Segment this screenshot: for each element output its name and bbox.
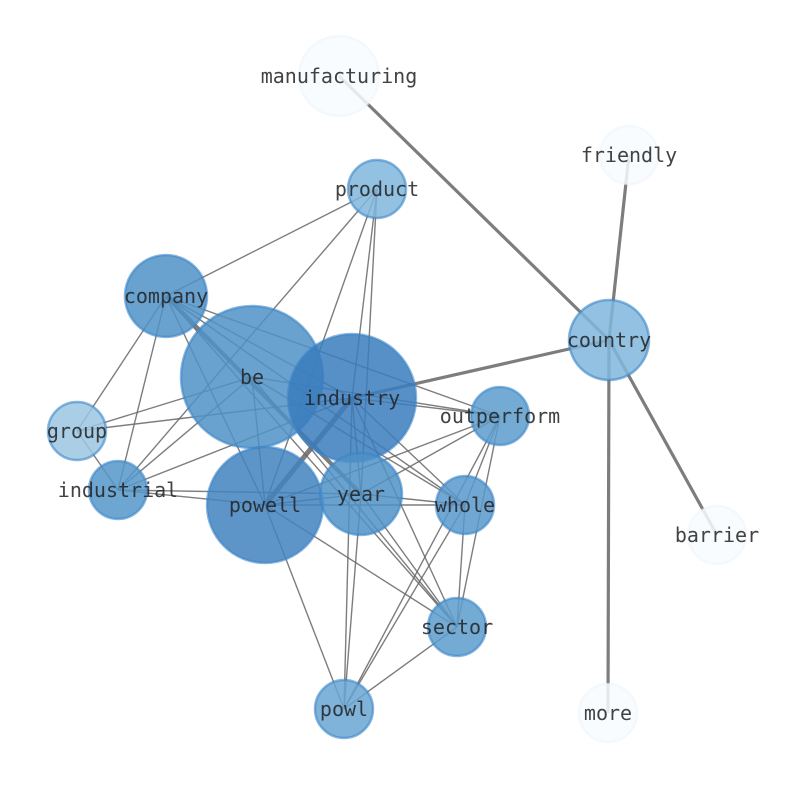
edge-whole-powl: [343, 504, 466, 710]
node-label-be: be: [240, 365, 264, 389]
node-label-sector: sector: [421, 615, 493, 639]
node-whole[interactable]: [434, 474, 496, 536]
node-country[interactable]: [567, 298, 651, 382]
node-industrial[interactable]: [87, 459, 149, 521]
node-label-product: product: [335, 177, 419, 201]
node-label-friendly: friendly: [581, 143, 677, 167]
node-outperform[interactable]: [469, 385, 531, 447]
node-label-manufacturing: manufacturing: [261, 64, 418, 88]
node-sector[interactable]: [426, 596, 488, 658]
node-label-industry: industry: [304, 386, 400, 410]
node-group[interactable]: [46, 400, 108, 462]
node-label-outperform: outperform: [440, 404, 560, 428]
labels-layer: manufacturing friendly country barrier more p…: [47, 64, 759, 725]
node-label-country: country: [567, 328, 651, 352]
nodes-layer: [46, 34, 748, 744]
node-powl[interactable]: [313, 678, 375, 740]
node-manufacturing[interactable]: [297, 34, 381, 118]
node-label-group: group: [47, 419, 107, 443]
node-year[interactable]: [318, 451, 404, 537]
edge-manufacturing-country: [337, 74, 611, 342]
node-label-more: more: [584, 701, 632, 725]
edge-outperform-powl: [343, 415, 501, 710]
node-label-company: company: [124, 284, 208, 308]
node-more[interactable]: [577, 682, 639, 744]
node-company[interactable]: [123, 253, 209, 339]
node-label-year: year: [337, 482, 385, 506]
node-label-industrial: industrial: [58, 478, 178, 502]
edge-country-more: [606, 339, 611, 714]
node-friendly[interactable]: [598, 124, 660, 186]
node-label-whole: whole: [435, 493, 495, 517]
node-product[interactable]: [346, 158, 408, 220]
node-label-powl: powl: [320, 697, 368, 721]
node-label-barrier: barrier: [675, 523, 759, 547]
node-barrier[interactable]: [686, 504, 748, 566]
node-label-powell: powell: [229, 493, 301, 517]
